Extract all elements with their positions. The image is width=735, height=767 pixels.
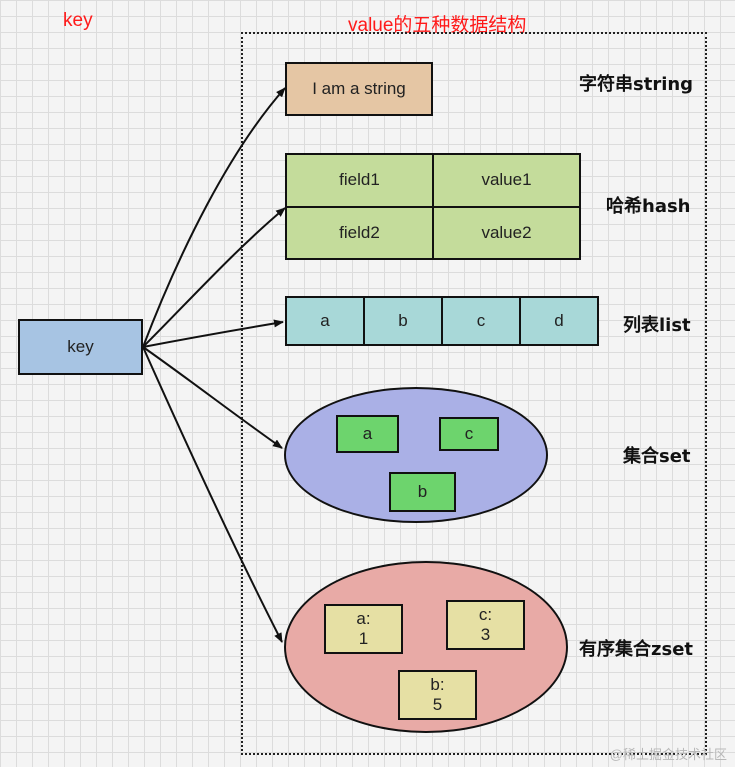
arrow-to-hash [142,207,286,348]
value-structures-container [241,32,707,755]
watermark: @稀土掘金技术社区 [609,747,727,762]
hash-type-label: 哈希hash [606,196,691,217]
value-header-label: value的五种数据结构 [348,15,527,36]
zset-member: b: 5 [398,670,477,720]
zset-member-score: 1 [358,629,369,648]
zset-member-score: 3 [480,625,491,644]
arrow-to-list [142,319,284,348]
zset-member-score: 5 [432,695,443,714]
hash-field-cell: field1 [287,155,434,206]
zset-member: a: 1 [324,604,403,654]
hash-row-1: field1 value1 [287,155,579,208]
hash-table: field1 value1 field2 value2 [285,153,581,260]
hash-value-cell: value1 [481,170,532,190]
set-member: a [336,415,399,453]
set-member: c [439,417,499,451]
zset-member: c: 3 [446,600,525,650]
zset-member-name: a: [356,609,371,629]
hash-row-2: field2 value2 [287,207,579,258]
arrow-to-zset [142,346,283,643]
list-item: d [554,310,564,330]
list-item: a [287,298,365,344]
zset-member-name: c: [478,605,493,625]
list-item: c [443,298,521,344]
string-value-box: I am a string [285,62,433,116]
hash-value-cell: value2 [481,222,532,242]
set-member: b [389,472,456,512]
list-item: b [365,298,443,344]
list-type-label: 列表list [623,315,691,336]
key-node: key [18,319,143,375]
zset-type-label: 有序集合zset [579,639,694,660]
hash-field-cell: field2 [287,207,434,258]
list-box: a b c d [285,296,599,346]
set-type-label: 集合set [623,446,691,467]
key-header-label: key [63,10,93,31]
arrow-to-set [142,346,283,449]
arrow-to-string [142,87,286,348]
string-type-label: 字符串string [579,74,694,95]
zset-member-name: b: [430,675,445,695]
